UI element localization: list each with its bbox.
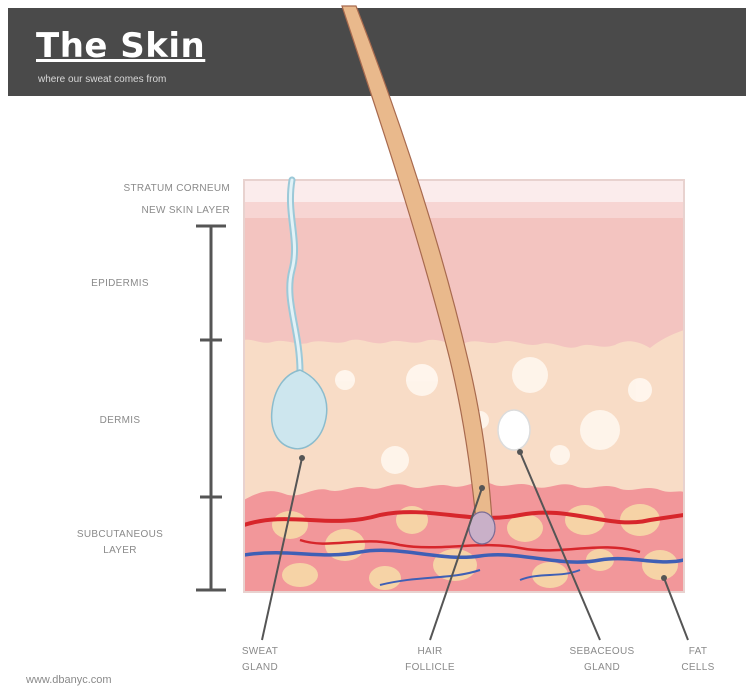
label-hair-follicle-line1: HAIR [385,644,475,660]
label-dermis: DERMIS [60,413,180,429]
label-sebaceous-gland-line2: GLAND [552,660,652,676]
new-skin-layer [244,202,684,218]
label-sweat-gland-line1: SWEAT [225,644,295,660]
label-sweat-gland-line2: GLAND [225,660,295,676]
label-fat-cells-line2: CELLS [668,660,728,676]
stratum-corneum-layer [244,180,684,202]
label-new-skin-layer: NEW SKIN LAYER [40,203,230,219]
label-subcutaneous-line2: LAYER [50,543,190,559]
label-stratum-corneum: STRATUM CORNEUM [40,181,230,197]
sebaceous-gland [498,410,530,450]
label-epidermis: EPIDERMIS [60,276,180,292]
label-fat-cells-line1: FAT [668,644,728,660]
label-hair-follicle-line2: FOLLICLE [385,660,475,676]
footer-url: www.dbanyc.com [26,674,112,686]
label-subcutaneous-line1: SUBCUTANEOUS [50,527,190,543]
layer-bracket [196,226,226,590]
label-sebaceous-gland-line1: SEBACEOUS [552,644,652,660]
epidermis-layer [244,218,684,348]
